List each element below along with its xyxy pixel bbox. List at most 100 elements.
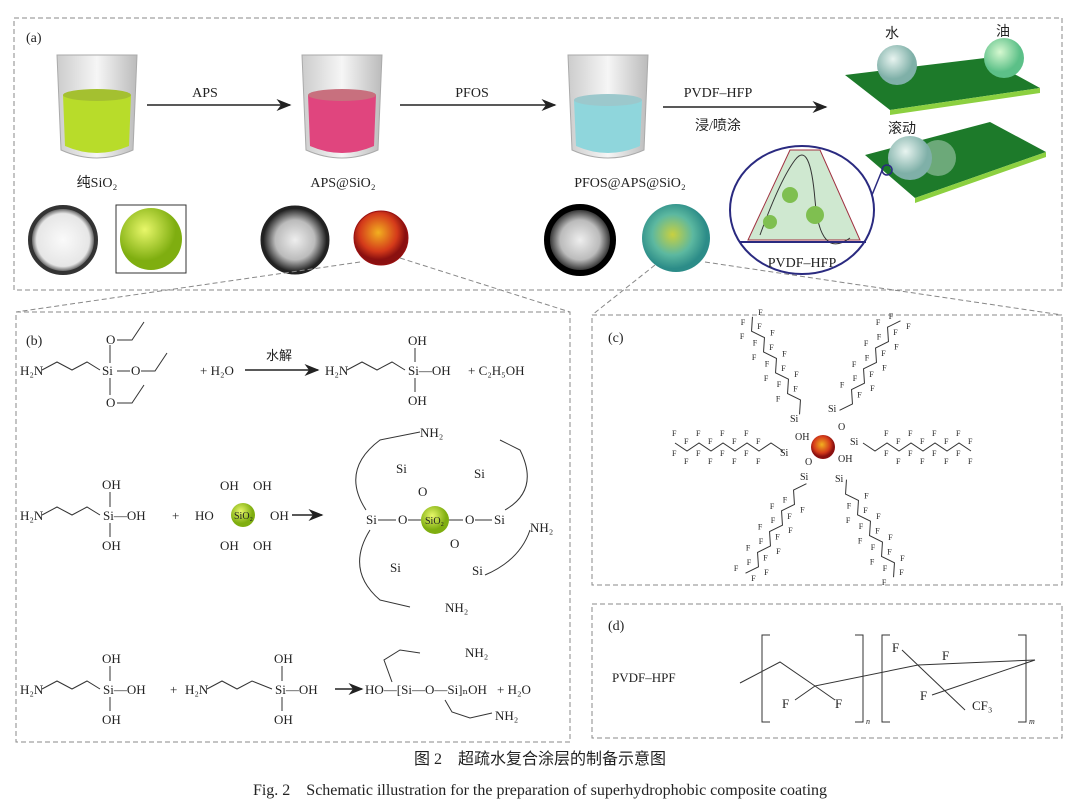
atom-f: F <box>759 537 764 546</box>
chem-oh: OH <box>102 712 121 727</box>
atom-f: F <box>877 333 882 342</box>
atom-f: F <box>894 343 899 352</box>
sem-image-pure <box>28 205 98 275</box>
chem-si: Si <box>780 448 789 459</box>
atom-f: F <box>732 457 737 466</box>
atom-f: F <box>800 505 805 514</box>
inset-label: PVDF–HFP <box>768 256 837 271</box>
atom-f: F <box>765 359 770 368</box>
atom-f: F <box>892 640 899 655</box>
caption-chinese: 图 2 超疏水复合涂层的制备示意图 <box>414 749 666 768</box>
chem-si: Si <box>850 437 859 448</box>
atom-f: F <box>753 339 758 348</box>
beaker-pfos-aps-sio2 <box>567 54 649 159</box>
arrow-label: PFOS <box>455 86 488 101</box>
atom-f: F <box>775 533 780 542</box>
atom-f: F <box>771 516 776 525</box>
atom-f: F <box>876 318 881 327</box>
beaker-aps-sio2 <box>301 54 383 159</box>
atom-f: F <box>920 688 927 703</box>
atom-f: F <box>782 696 789 711</box>
atom-f: F <box>876 512 881 521</box>
atom-f: F <box>846 516 851 525</box>
atom-f: F <box>956 429 961 438</box>
atom-f: F <box>920 437 925 446</box>
atom-f: F <box>741 318 746 327</box>
panel-b-border <box>15 311 571 743</box>
zoom-connector <box>15 261 361 313</box>
atom-f: F <box>757 322 762 331</box>
chem-oh: OH <box>838 454 852 465</box>
rolling-droplet <box>888 136 932 180</box>
atom-f: F <box>900 554 905 563</box>
chem-nh2: NH₂ <box>530 520 553 535</box>
chem-si: Si <box>790 414 799 425</box>
rolling-label: 滚动 <box>888 120 916 137</box>
panel-a: (a) 纯SiO₂ APS@SiO₂ PFOS@APS@SiO₂ APS PFO… <box>13 17 1063 316</box>
chem-oh: OH <box>220 478 239 493</box>
atom-f: F <box>756 437 761 446</box>
atom-f: F <box>853 374 858 383</box>
core-particle <box>811 435 835 459</box>
arrow-label: PVDF–HFP <box>684 86 753 101</box>
atom-f: F <box>696 449 701 458</box>
chem-o: O <box>465 512 474 527</box>
atom-f: F <box>884 449 889 458</box>
chem-o: O <box>131 363 140 378</box>
atom-f: F <box>776 395 781 404</box>
water-label: 水 <box>885 26 899 42</box>
atom-f: F <box>756 457 761 466</box>
atom-f: F <box>870 557 875 566</box>
panel-c: (c) Si Si Si Si Si Si OH OH O O FFFFFFFF… <box>591 308 1063 587</box>
atom-f: F <box>720 449 725 458</box>
atom-f: F <box>942 648 949 663</box>
atom-f: F <box>944 437 949 446</box>
chem-nh2: NH₂ <box>445 600 468 615</box>
panel-label: (b) <box>26 334 43 349</box>
chem-si: Si <box>102 363 113 378</box>
sem-image-aps <box>260 205 330 275</box>
atom-f: F <box>906 322 911 331</box>
atom-f: F <box>732 437 737 446</box>
atom-f: F <box>708 457 713 466</box>
chem-nh2: NH₂ <box>465 645 488 660</box>
chem-si: Si <box>366 512 377 527</box>
atom-f: F <box>870 384 875 393</box>
chem-water: + H₂O <box>497 682 531 697</box>
core-label: SiO₂ <box>234 511 253 522</box>
panel-a-border <box>13 17 1063 291</box>
chem-si-oh: Si—OH <box>275 682 318 697</box>
chem-oh: OH <box>274 712 293 727</box>
chem-oh: OH <box>102 651 121 666</box>
atom-f: F <box>696 429 701 438</box>
atom-f: F <box>968 437 973 446</box>
oil-droplet <box>984 38 1024 78</box>
atom-f: F <box>932 449 937 458</box>
atom-f: F <box>864 339 869 348</box>
atom-f: F <box>882 363 887 372</box>
atom-f: F <box>770 329 775 338</box>
caption-english: Fig. 2 Schematic illustration for the pr… <box>253 782 827 799</box>
chem-si: Si <box>390 560 401 575</box>
arrow-sublabel: 浸/喷涂 <box>695 118 741 134</box>
atom-f: F <box>882 578 887 587</box>
atom-f: F <box>864 491 869 500</box>
chem-si-oh: Si—OH <box>103 682 146 697</box>
oil-label: 油 <box>996 24 1010 40</box>
beaker-caption: PFOS@APS@SiO₂ <box>574 176 686 191</box>
sio2-sphere <box>120 208 182 270</box>
hydrolysis-label: 水解 <box>266 348 292 363</box>
atom-f: F <box>746 543 751 552</box>
plus-sign: + <box>172 508 179 523</box>
panel-label: (c) <box>608 331 624 346</box>
water-droplet <box>877 45 917 85</box>
chem-si-oh: Si—OH <box>408 363 451 378</box>
atom-f: F <box>734 564 739 573</box>
chem-si: Si <box>396 461 407 476</box>
atom-f: F <box>908 429 913 438</box>
chem-si: Si <box>800 472 809 483</box>
chem-h2n: H₂N <box>325 363 349 378</box>
atom-f: F <box>684 457 689 466</box>
chem-si: Si <box>494 512 505 527</box>
